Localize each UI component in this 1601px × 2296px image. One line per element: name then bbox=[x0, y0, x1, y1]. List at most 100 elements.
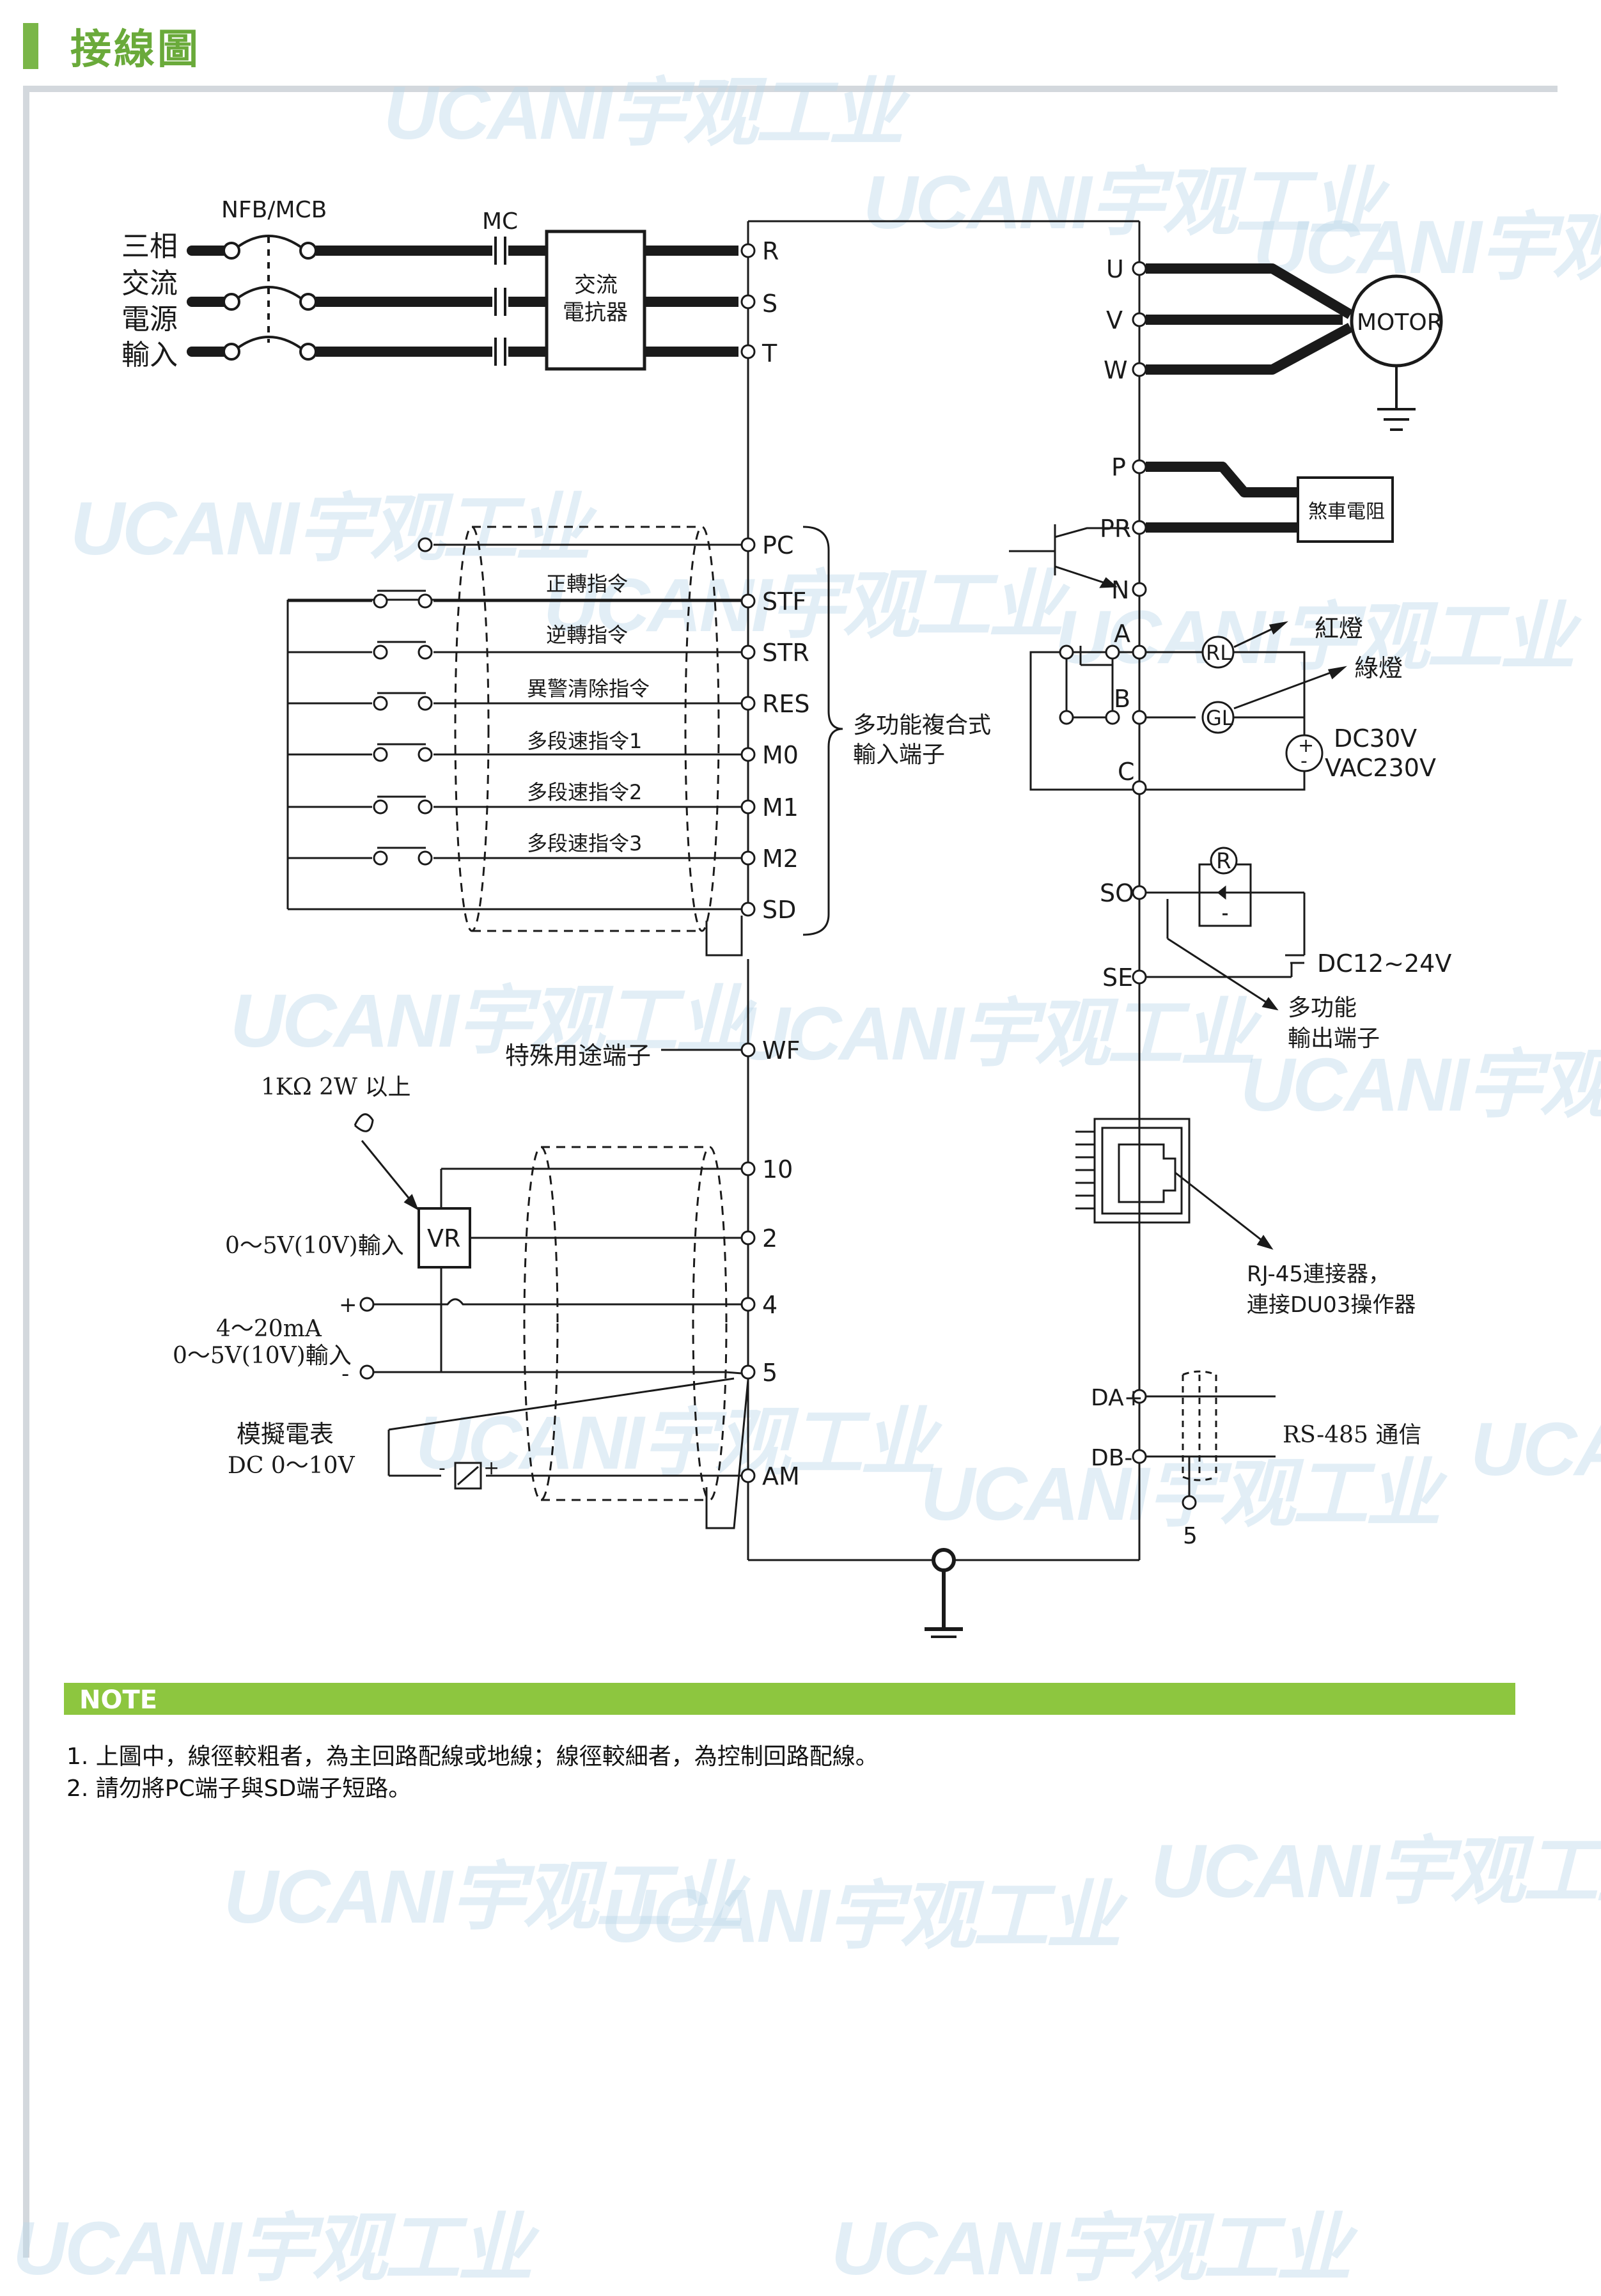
current-input-plus: + bbox=[339, 1292, 357, 1318]
terminal-4-label: 4 bbox=[762, 1291, 777, 1319]
meter-plus: + bbox=[483, 1457, 499, 1480]
breaker-label: NFB/MCB bbox=[221, 197, 327, 223]
brake-transistor bbox=[1009, 524, 1129, 588]
power-label-3: 電源 bbox=[121, 303, 178, 336]
terminals-digital bbox=[740, 537, 756, 917]
terminal-s-label: S bbox=[762, 290, 777, 318]
terminals-motor bbox=[1132, 261, 1147, 377]
multi-input-label-1: 多功能複合式 bbox=[853, 712, 991, 738]
power-input-group bbox=[187, 246, 229, 357]
terminal-a bbox=[1132, 644, 1147, 660]
multi-input-label-2: 輸入端子 bbox=[853, 742, 945, 768]
terminal-s bbox=[740, 294, 756, 309]
terminal-res-label: RES bbox=[762, 690, 810, 718]
terminal-so bbox=[1132, 885, 1147, 900]
relay-supply-label-2: VAC230V bbox=[1325, 754, 1436, 782]
terminal-m2 bbox=[740, 850, 756, 866]
terminal-10 bbox=[740, 1161, 756, 1176]
command-m1: 多段速指令2 bbox=[527, 780, 642, 804]
terminal-a-label: A bbox=[1114, 620, 1130, 648]
terminal-c bbox=[1132, 780, 1147, 795]
terminal-str-label: STR bbox=[762, 639, 809, 667]
terminal-pr bbox=[1132, 520, 1147, 535]
terminal-p bbox=[1132, 459, 1147, 474]
relay-contacts bbox=[1059, 644, 1120, 725]
contactor-label: MC bbox=[482, 208, 518, 235]
terminal-b bbox=[1132, 710, 1147, 725]
terminal-sd-label: SD bbox=[762, 896, 796, 924]
vr-box bbox=[418, 1207, 471, 1269]
voltage-input-label: 0～5V(10V)輸入 bbox=[225, 1233, 404, 1259]
input-brace bbox=[802, 526, 843, 936]
terminal-da bbox=[1132, 1389, 1147, 1404]
note-bar bbox=[64, 1683, 1515, 1715]
motor-wires bbox=[1146, 263, 1354, 375]
lamp-gl bbox=[1201, 666, 1347, 734]
relay-supply-symbol bbox=[1285, 734, 1324, 772]
page-title: 接線圖 bbox=[70, 26, 201, 74]
command-m2: 多段速指令3 bbox=[527, 831, 642, 855]
terminal-pc-label: PC bbox=[762, 531, 793, 559]
terminal-stf bbox=[740, 593, 756, 609]
note-heading: NOTE bbox=[79, 1685, 158, 1715]
breaker-symbol bbox=[223, 235, 317, 361]
brake-resistor-label: 煞車電阻 bbox=[1308, 501, 1385, 523]
command-res: 異警清除指令 bbox=[527, 676, 650, 701]
terminal-db bbox=[1132, 1449, 1147, 1464]
rs485-label: RS-485 通信 bbox=[1283, 1422, 1421, 1448]
power-label-4: 輸入 bbox=[121, 339, 178, 371]
meter-label-1: 模擬電表 bbox=[237, 1420, 334, 1448]
frame-left-border bbox=[23, 86, 29, 2258]
terminal-am-label: AM bbox=[762, 1462, 800, 1490]
analog-shield bbox=[523, 1146, 728, 1501]
terminal-v-label: V bbox=[1106, 306, 1123, 334]
analog-input-terminals bbox=[359, 1297, 375, 1380]
rj45-label-2: 連接DU03操作器 bbox=[1247, 1292, 1416, 1318]
lamp-rl-label: RL bbox=[1206, 641, 1231, 665]
terminals-brake bbox=[1132, 459, 1147, 597]
green-lamp-label: 綠燈 bbox=[1354, 654, 1403, 682]
title-accent-bar bbox=[23, 23, 38, 69]
terminal-t-label: T bbox=[761, 340, 777, 368]
terminal-5 bbox=[740, 1364, 756, 1380]
terminal-w-label: W bbox=[1104, 356, 1128, 384]
switch-contacts bbox=[373, 537, 433, 866]
terminals-analog bbox=[740, 1161, 756, 1483]
terminal-wf bbox=[740, 1042, 756, 1058]
terminal-r-label: R bbox=[762, 237, 779, 265]
inverter-ground bbox=[925, 1548, 963, 1638]
multi-output-label-2: 輸出端子 bbox=[1288, 1026, 1380, 1052]
terminal-u bbox=[1132, 261, 1147, 276]
terminal-u-label: U bbox=[1106, 255, 1124, 283]
terminal-2-label: 2 bbox=[762, 1224, 777, 1253]
terminal-m0 bbox=[740, 747, 756, 762]
red-lamp-label: 紅燈 bbox=[1315, 614, 1363, 643]
terminal-5-label: 5 bbox=[762, 1359, 777, 1387]
reactor-label-2: 電抗器 bbox=[563, 300, 628, 325]
terminal-w bbox=[1132, 362, 1147, 377]
main-wires-b bbox=[508, 246, 738, 357]
terminal-sd bbox=[740, 902, 756, 917]
frame-top-border bbox=[23, 86, 1558, 92]
terminal-da-label: DA+ bbox=[1091, 1385, 1143, 1411]
terminal-b-label: B bbox=[1114, 685, 1130, 713]
rj45-connector bbox=[1075, 1118, 1274, 1250]
current-input-minus: - bbox=[341, 1361, 349, 1387]
terminal-2 bbox=[740, 1230, 756, 1246]
terminals-relay bbox=[1132, 644, 1147, 795]
main-wires-a bbox=[316, 246, 492, 357]
meter-minus: - bbox=[439, 1457, 446, 1480]
terminal-10-label: 10 bbox=[762, 1155, 793, 1183]
terminal-4 bbox=[740, 1297, 756, 1312]
relay-supply-label-1: DC30V bbox=[1334, 724, 1417, 753]
note-item: 1. 上圖中，線徑較粗者，為主回路配線或地線；線徑較細者，為控制回路配線。 bbox=[66, 1744, 879, 1770]
brake-wires bbox=[1146, 462, 1298, 533]
lamp-gl-label: GL bbox=[1206, 706, 1233, 730]
terminal-r bbox=[740, 243, 756, 258]
command-stf: 正轉指令 bbox=[546, 572, 628, 596]
special-terminal-label: 特殊用途端子 bbox=[505, 1042, 651, 1070]
rs485-circuit bbox=[1146, 1370, 1276, 1496]
terminal-m1-label: M1 bbox=[762, 793, 799, 822]
rs485-ground-label: 5 bbox=[1183, 1523, 1198, 1549]
terminals-open-collector bbox=[1132, 847, 1238, 985]
